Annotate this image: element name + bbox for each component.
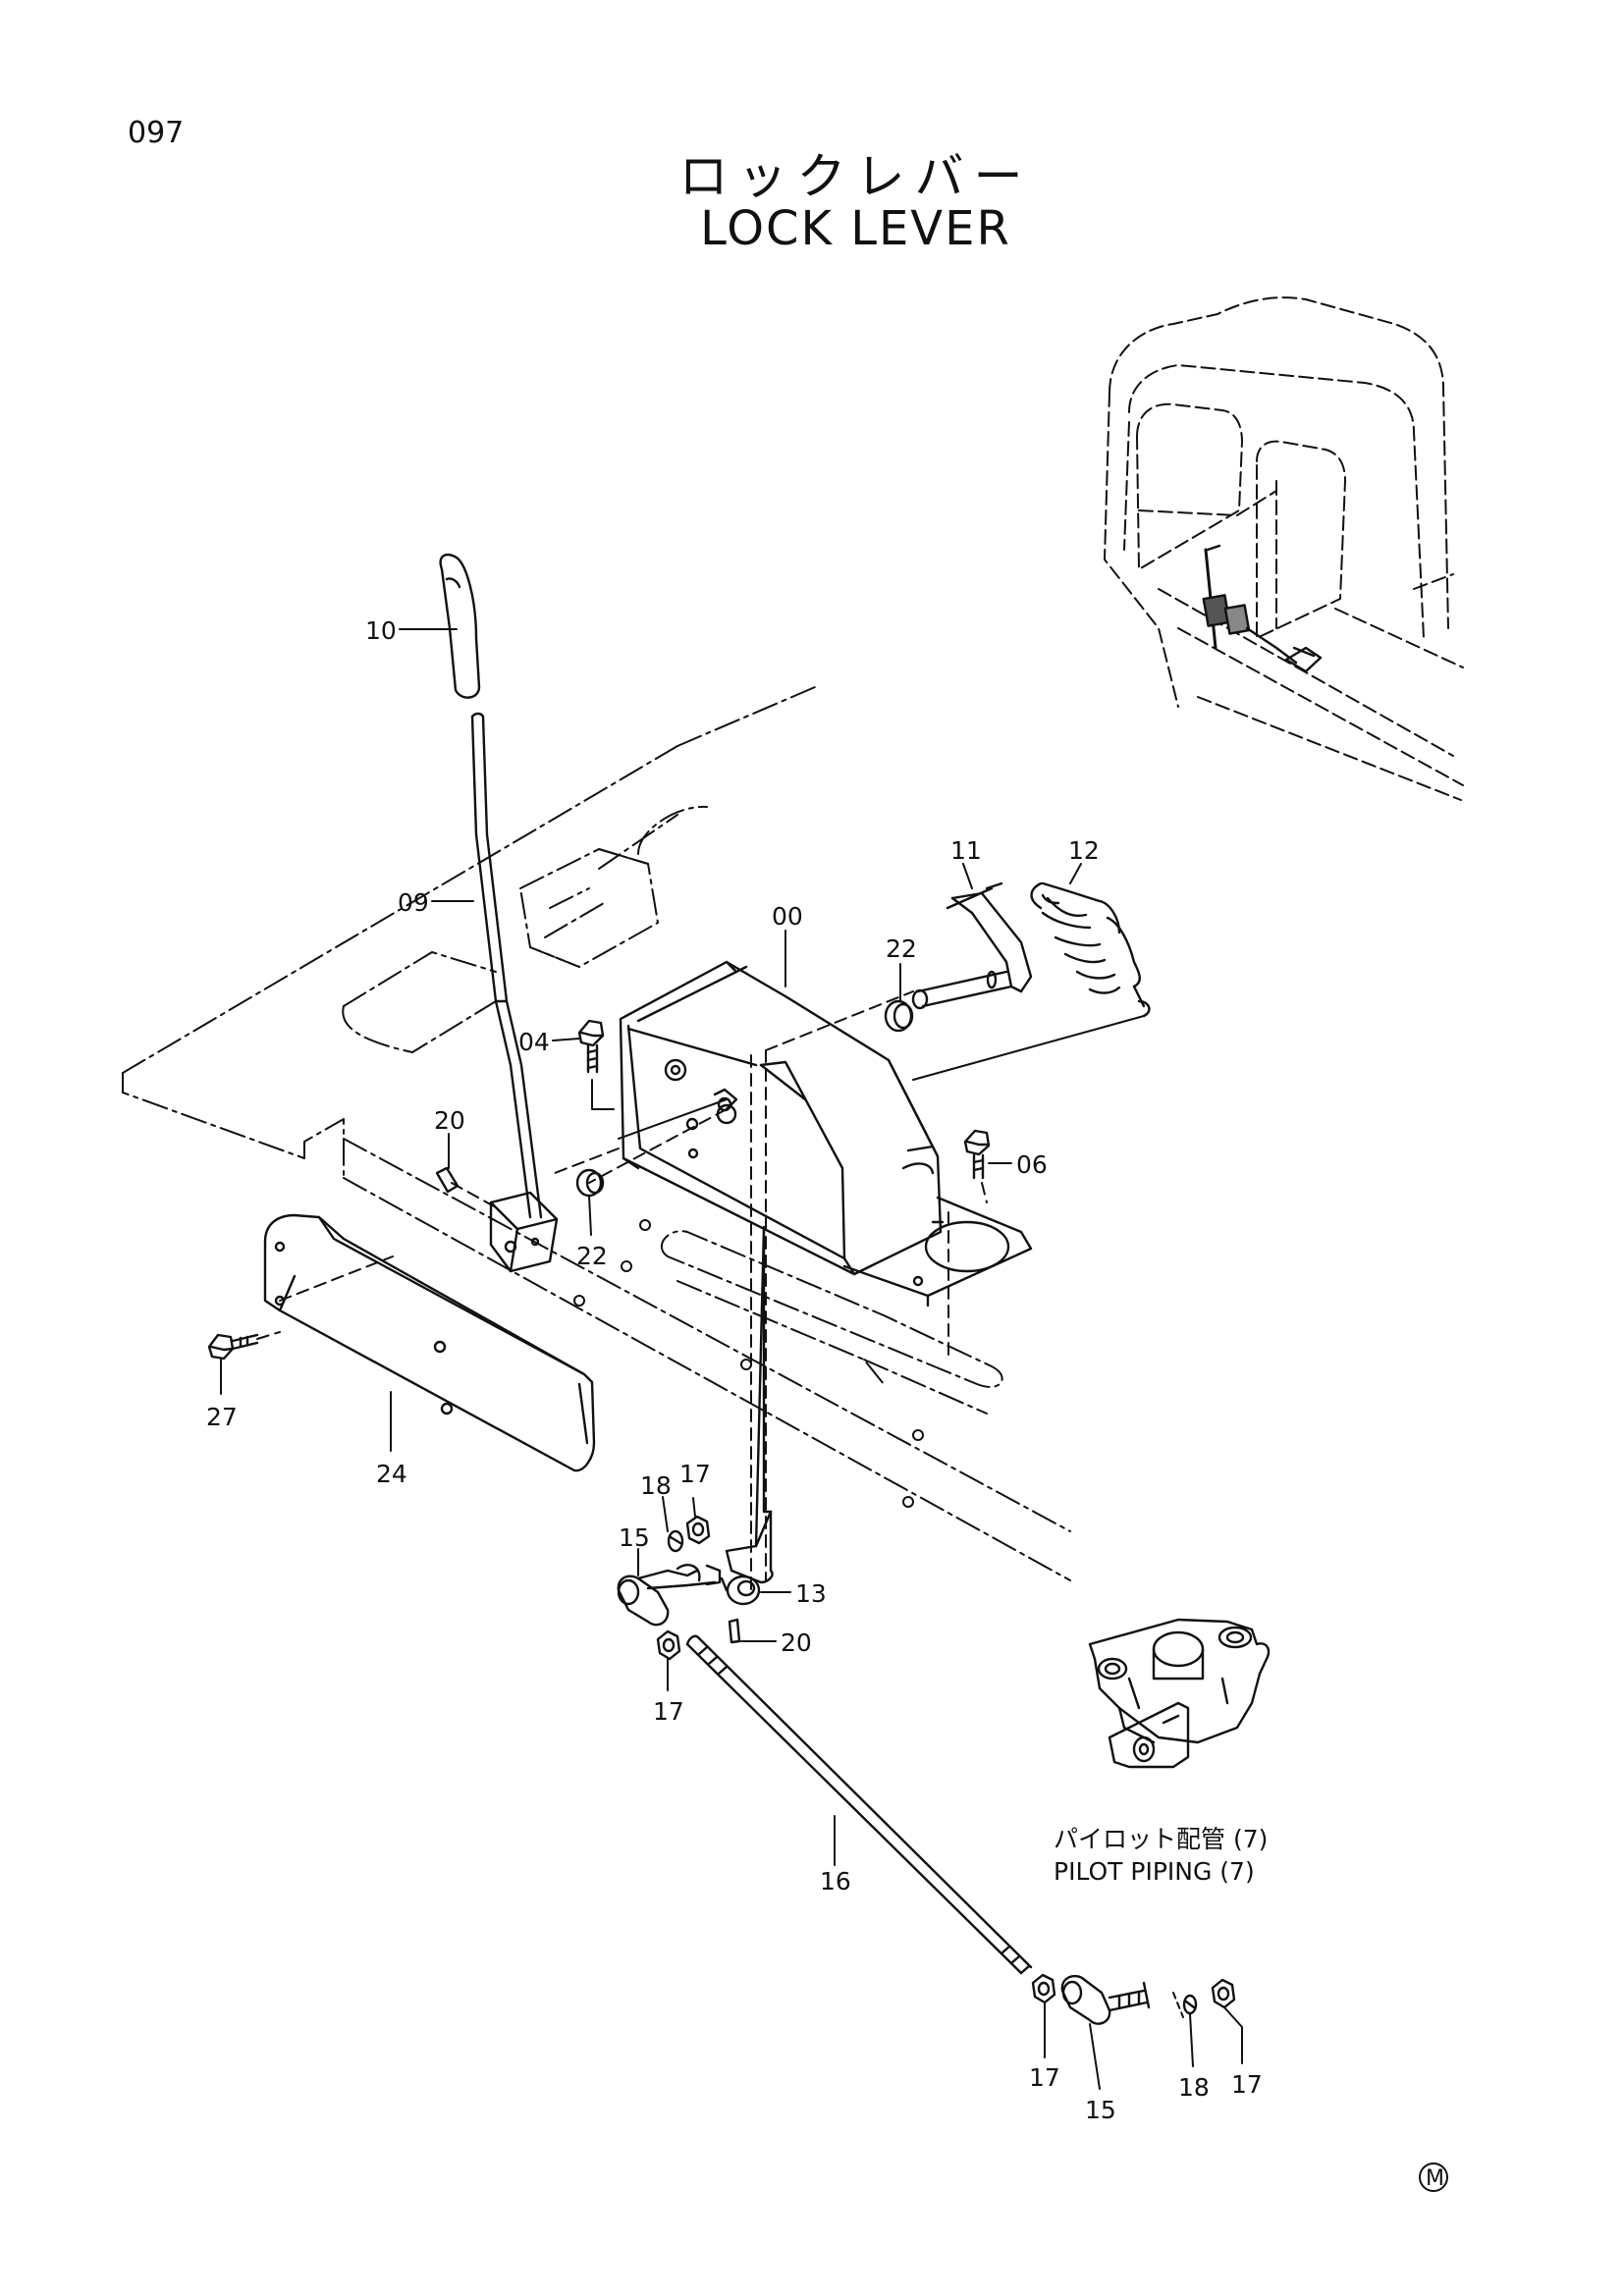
callout-00: 00	[772, 902, 803, 931]
callout-18-lower: 18	[1178, 2073, 1210, 2102]
callout-17-lower-right: 17	[1231, 2070, 1263, 2099]
bolt-part-27	[207, 1333, 259, 1361]
lock-lever-bracket-part-00	[619, 960, 1033, 1308]
spring-pin-part-20-lower	[728, 1618, 741, 1644]
spring-pin-part-20-upper	[435, 1166, 460, 1194]
callout-11: 11	[950, 836, 982, 865]
callout-18-upper: 18	[640, 1471, 672, 1500]
callout-27: 27	[206, 1403, 238, 1431]
cover-plate-part-24	[263, 1213, 596, 1472]
callout-04: 04	[518, 1028, 550, 1056]
callout-12: 12	[1068, 836, 1100, 865]
callout-06: 06	[1016, 1150, 1048, 1179]
washer-part-18-upper	[667, 1529, 684, 1553]
nut-part-17-lower-left	[656, 1629, 681, 1661]
valve-lever-arm	[1108, 1701, 1190, 1769]
callout-15-lower: 15	[1085, 2096, 1116, 2124]
reference-japanese: パイロット配管 (7)	[1054, 1825, 1268, 1853]
callout-13: 13	[795, 1579, 827, 1608]
footer-mark-letter: M	[1426, 2166, 1444, 2191]
return-spring-part-12	[1030, 881, 1151, 1018]
washer-part-18-lower	[1182, 1994, 1198, 2015]
callout-10: 10	[365, 616, 397, 645]
callout-20-upper: 20	[434, 1106, 465, 1135]
nut-part-17-lower-right	[1211, 1978, 1236, 2009]
reference-english: PILOT PIPING (7)	[1054, 1857, 1255, 1886]
callout-09: 09	[398, 888, 429, 917]
callout-22-lower: 22	[576, 1242, 608, 1270]
bolt-part-06	[963, 1129, 991, 1180]
bolt-part-04	[577, 1019, 605, 1074]
lever-rod-part-09	[470, 712, 543, 1219]
callout-24: 24	[376, 1460, 407, 1488]
lower-arm-part-13	[720, 1225, 774, 1606]
pilot-valve-illustration	[1088, 1618, 1271, 1744]
ball-joint-part-15-upper	[617, 1564, 722, 1627]
lever-grip-part-10	[439, 554, 481, 699]
callout-17-upper: 17	[679, 1460, 711, 1488]
nut-part-17-upper	[685, 1515, 711, 1545]
footer-mark-m: M	[1419, 2163, 1448, 2192]
callout-15-upper: 15	[619, 1523, 650, 1552]
alignment-lines	[256, 990, 988, 1591]
cab-inset-illustration	[1104, 296, 1464, 801]
callout-22-upper: 22	[886, 934, 917, 963]
bushing-part-22	[884, 999, 914, 1033]
title-english: LOCK LEVER	[700, 201, 1011, 256]
extension-lines	[591, 1015, 1145, 1140]
ball-joint-part-15-lower	[1060, 1974, 1151, 2025]
push-rod-part-16	[685, 1634, 1033, 1975]
page-number: 097	[128, 116, 185, 150]
inset-switch	[1202, 544, 1323, 673]
pilot-piping-reference: パイロット配管 (7) PILOT PIPING (7)	[1054, 1825, 1268, 1886]
title-japanese: ロックレバー	[678, 148, 1033, 205]
lever-block	[489, 1191, 559, 1273]
nut-part-17-lower-rod	[1031, 1973, 1056, 2004]
callout-17-lower-left: 17	[653, 1697, 684, 1726]
callout-17-lower-rod: 17	[1029, 2063, 1060, 2092]
callout-20-lower: 20	[781, 1629, 812, 1657]
callout-labels: 10 09 00 11 12 22 04 06 20 22 27 24 18 1…	[206, 616, 1263, 2124]
leader-lines	[220, 628, 1243, 2090]
callout-16: 16	[820, 1867, 851, 1896]
crank-shaft-part-11	[911, 881, 1033, 1010]
floor-plate-outline	[122, 686, 1071, 1581]
